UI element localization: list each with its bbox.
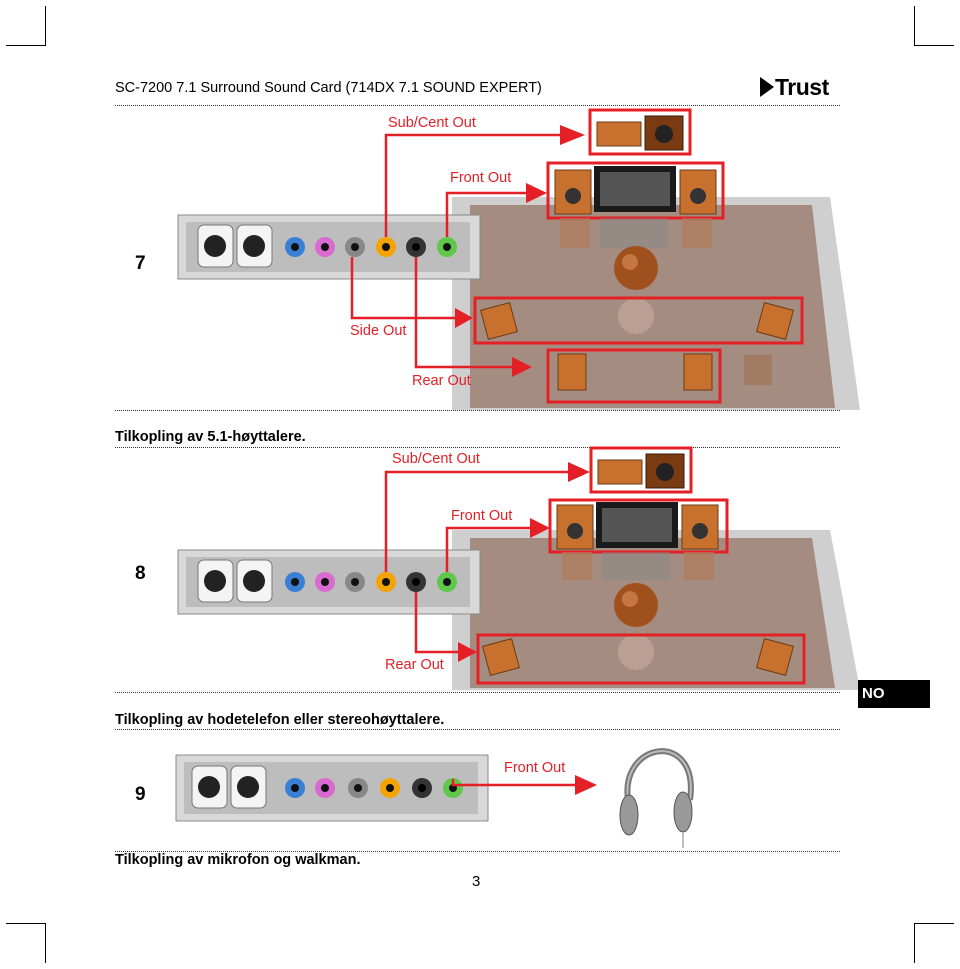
logo-arrow-icon (760, 77, 774, 97)
label-side-out: Side Out (350, 323, 407, 339)
sec8-jacks (197, 559, 457, 603)
page-number: 3 (472, 873, 481, 890)
sec9-jacks (191, 765, 463, 809)
sec7-jacks (197, 224, 457, 268)
section7-rule (115, 410, 840, 411)
section8-rule (115, 692, 840, 693)
crop-mark-bl-v (45, 923, 46, 963)
caption-section-7: Tilkopling av 5.1-høyttalere. (115, 429, 306, 445)
label-front-out-9: Front Out (504, 760, 566, 776)
headphones-illustration (619, 748, 694, 848)
label-front-out-8: Front Out (451, 508, 513, 524)
step-number-9: 9 (135, 784, 146, 805)
crop-mark-tl-h (6, 45, 46, 46)
section7-bottom-rule (115, 447, 840, 448)
language-badge: NO (858, 680, 930, 708)
crop-mark-br-v (914, 923, 915, 963)
label-sub-cent-out-8: Sub/Cent Out (392, 451, 480, 467)
label-sub-cent-out: Sub/Cent Out (388, 115, 476, 131)
caption-section-8: Tilkopling av hodetelefon eller stereohø… (115, 712, 445, 728)
logo-text: Trust (775, 74, 829, 100)
crop-mark-tr-v (914, 6, 915, 46)
label-rear-out-8: Rear Out (385, 657, 444, 673)
label-rear-out: Rear Out (412, 373, 471, 389)
crop-mark-bl-h (6, 923, 46, 924)
trust-logo: Trust (760, 74, 829, 101)
section8-bottom-rule (115, 729, 840, 730)
crop-mark-tr-h (914, 45, 954, 46)
caption-section-9: Tilkopling av mikrofon og walkman. (115, 852, 361, 868)
step-number-7: 7 (135, 253, 146, 274)
section9-rule (115, 851, 840, 852)
crop-mark-br-h (914, 923, 954, 924)
step-number-8: 8 (135, 563, 146, 584)
crop-mark-tl-v (45, 6, 46, 46)
label-front-out: Front Out (450, 170, 512, 186)
header-rule (115, 105, 840, 106)
document-title: SC-7200 7.1 Surround Sound Card (714DX 7… (115, 80, 542, 96)
